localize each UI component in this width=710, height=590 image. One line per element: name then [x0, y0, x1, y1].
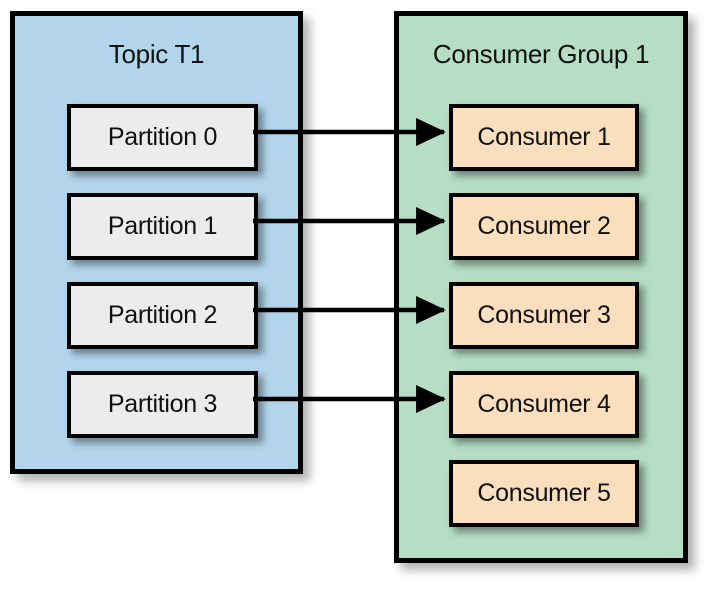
consumer-box-1[interactable]: Consumer 1 — [449, 104, 639, 171]
partition-box-3[interactable]: Partition 3 — [67, 371, 258, 438]
partition-box-2[interactable]: Partition 2 — [67, 282, 258, 349]
consumer-box-4[interactable]: Consumer 4 — [449, 371, 639, 438]
consumer-group-panel: Consumer Group 1 Consumer 1 Consumer 2 C… — [394, 11, 688, 563]
partition-box-0[interactable]: Partition 0 — [67, 104, 258, 171]
topic-panel: Topic T1 Partition 0 Partition 1 Partiti… — [10, 11, 303, 474]
topic-panel-title: Topic T1 — [108, 39, 205, 69]
consumer-box-3[interactable]: Consumer 3 — [449, 282, 639, 349]
consumer-box-2[interactable]: Consumer 2 — [449, 193, 639, 260]
consumer-box-5[interactable]: Consumer 5 — [449, 460, 639, 527]
partition-box-1[interactable]: Partition 1 — [67, 193, 258, 260]
consumer-group-panel-title: Consumer Group 1 — [432, 39, 650, 69]
